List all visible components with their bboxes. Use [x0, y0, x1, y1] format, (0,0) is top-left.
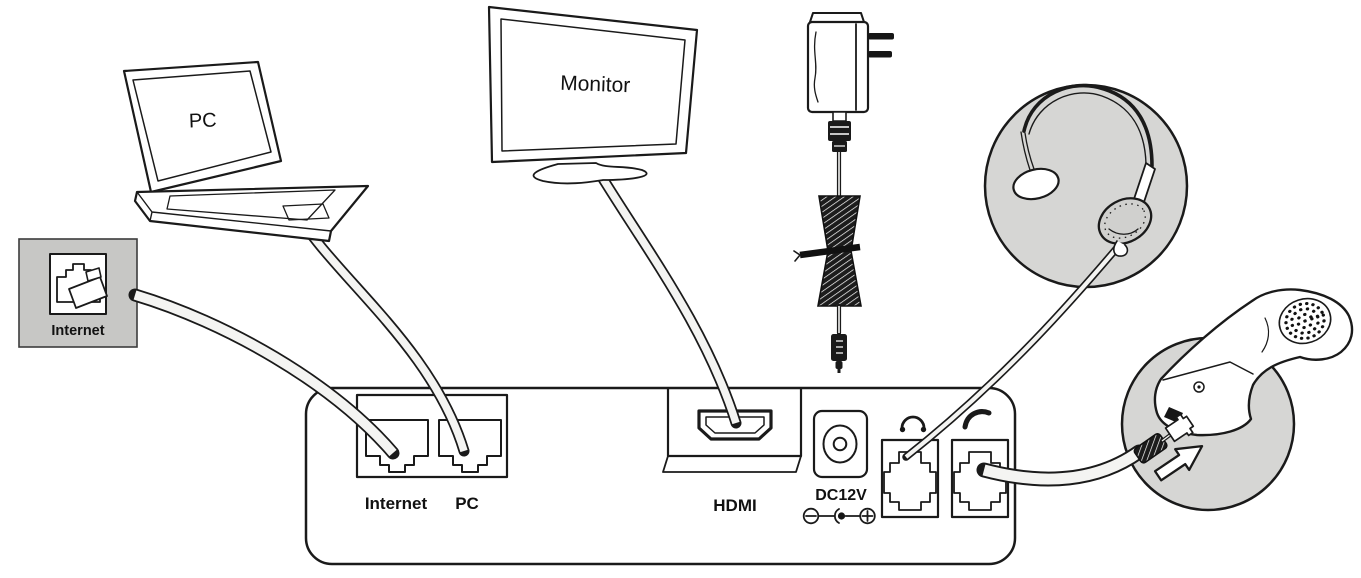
- laptop-screen-label: PC: [189, 110, 218, 133]
- adapter-cap: [809, 12, 865, 23]
- hdmi-recess: [666, 387, 803, 458]
- handset-cord-plug: [1164, 413, 1195, 443]
- monitor-stand: [532, 162, 648, 185]
- handset-speaker-holes: [1284, 301, 1326, 341]
- internet-port-label: Internet: [365, 494, 428, 513]
- wall-jack-label: Internet: [51, 323, 104, 339]
- monitor-cable: [591, 163, 742, 429]
- internet-wall-jack: Internet: [18, 238, 138, 348]
- headset-mic-pad: [1012, 167, 1060, 201]
- handset-cable: [976, 444, 1147, 487]
- monitor: Monitor: [487, 5, 699, 185]
- monitor-screen: [500, 18, 686, 152]
- dc-port-outline: [812, 409, 869, 479]
- headset-mic-stem: [1020, 131, 1035, 171]
- handset-icon: [962, 409, 992, 430]
- headset-headband: [1022, 83, 1154, 168]
- handset-port-jack: [953, 451, 1007, 511]
- dc-port-label: DC12V: [815, 487, 867, 504]
- internet-port-jack: [365, 419, 429, 473]
- adapter-highlight: [813, 31, 819, 103]
- dc-barrel-pin: [832, 436, 848, 452]
- dc-port-group: DC12V: [802, 409, 876, 525]
- laptop: PC: [122, 60, 370, 243]
- handset-callout: [976, 288, 1354, 512]
- rear-panel: Internet PC HDMI DC12V: [304, 386, 1017, 566]
- monitor-screen-label: Monitor: [560, 72, 631, 97]
- adapter-prong-bottom: [868, 51, 892, 58]
- network-port-group: Internet PC: [355, 393, 509, 513]
- headset-ear-pad-stitching: [1104, 203, 1146, 239]
- adapter-cable-neck: [832, 111, 847, 122]
- monitor-frame: [487, 5, 699, 164]
- laptop-screen-inner: [132, 70, 272, 182]
- dc-plug-tip: [835, 361, 843, 369]
- handset-screw-hole: [1193, 381, 1205, 393]
- hdmi-port-label: HDMI: [713, 496, 756, 515]
- laptop-base-edge: [136, 191, 332, 232]
- pc-port-label: PC: [455, 494, 479, 513]
- headset-cable: [902, 238, 1126, 461]
- pc-port-jack: [438, 419, 502, 473]
- adapter-strain-relief: [828, 121, 851, 141]
- handset-speaker-ring: [1278, 297, 1332, 345]
- laptop-touchpad: [282, 203, 330, 221]
- laptop-keyboard: [166, 189, 336, 221]
- wall-jack-plug-latch: [85, 267, 102, 282]
- headset-port-jack: [883, 451, 937, 511]
- headset-icon: [899, 415, 927, 433]
- power-adapter: [793, 12, 894, 373]
- laptop-base: [133, 184, 370, 243]
- dc-barrel-outer: [822, 424, 858, 464]
- headset-callout: [902, 83, 1189, 461]
- hdmi-recess-lip: [662, 455, 802, 473]
- handset-mouthpiece-edge: [1162, 361, 1254, 381]
- hdmi-connector-inner: [705, 416, 765, 434]
- adapter-prong-top: [868, 33, 894, 40]
- internet-cable: [128, 288, 400, 460]
- headset-cable-boot: [1113, 240, 1129, 257]
- headset-ear-pad: [1097, 197, 1153, 245]
- dc-polarity-symbol: [802, 507, 876, 525]
- cable-tie: [799, 243, 861, 259]
- insert-arrow-icon: [1153, 444, 1204, 482]
